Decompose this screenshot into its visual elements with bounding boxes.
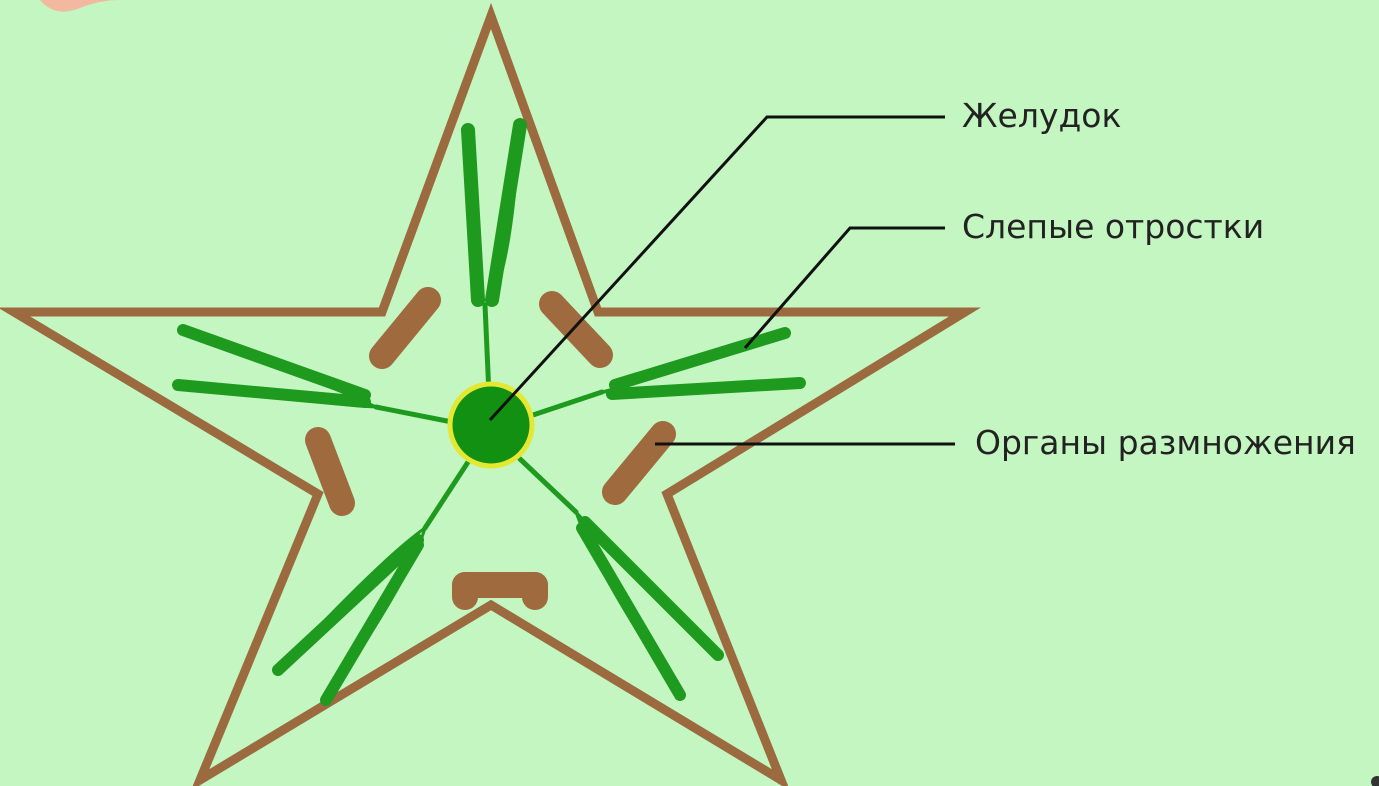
caeca-top	[468, 125, 520, 305]
leader-line-stomach	[490, 117, 945, 420]
caeca-left	[178, 330, 376, 407]
duct-top	[485, 305, 489, 395]
gonad-upper-left	[382, 300, 428, 356]
corner-mark	[1365, 768, 1379, 786]
leader-lines	[490, 117, 955, 444]
label-gonads: Органы размножения	[975, 426, 1356, 459]
caeca-lower-left	[278, 528, 425, 700]
duct-lower-left	[425, 459, 470, 528]
label-stomach: Желудок	[962, 99, 1121, 132]
label-caeca: Слепые отростки	[962, 210, 1264, 243]
corner-decoration	[40, 0, 120, 12]
duct-lower-right	[520, 459, 576, 512]
gonad-upper-right	[552, 304, 600, 355]
duct-left	[376, 407, 452, 422]
caeca-right	[602, 333, 800, 394]
stomach	[450, 384, 532, 466]
duct-right	[530, 392, 602, 416]
